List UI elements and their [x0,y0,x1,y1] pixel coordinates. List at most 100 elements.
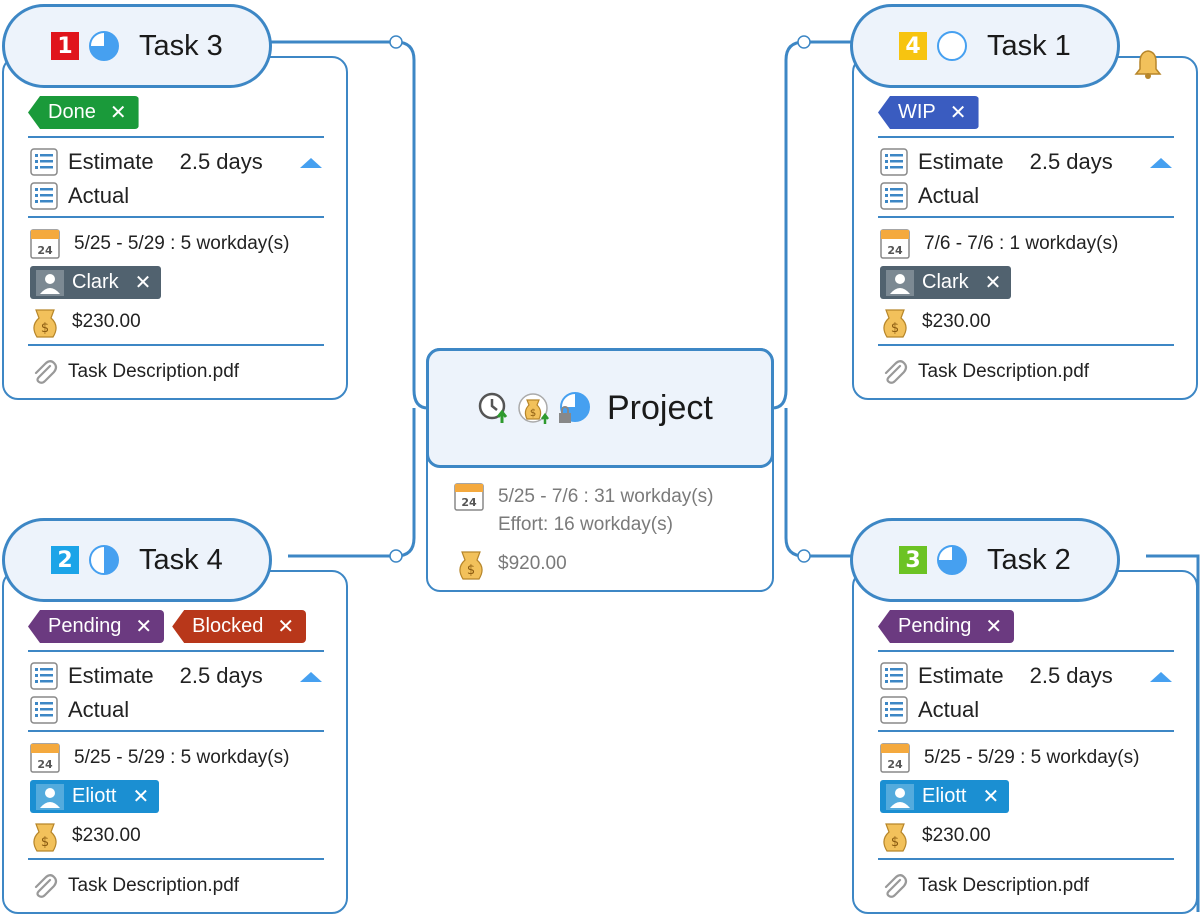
task-topic[interactable]: 2 Task 4 [2,518,272,602]
project-node[interactable]: $ Project 24 5/25 - 7/6 : 31 workday(s) … [426,348,774,592]
tag-list: WIP ✕ [878,96,979,129]
attachment-name: Task Description.pdf [918,361,1090,382]
progress-lock-icon [559,392,590,423]
resource-chip[interactable]: Eliott ✕ [30,780,160,813]
remove-tag-icon[interactable]: ✕ [949,102,967,124]
resource-name: Eliott [922,785,967,807]
task-title: Task 2 [987,543,1071,576]
attachment-name: Task Description.pdf [918,875,1090,896]
estimate-row: Estimate 2.5 days [30,662,263,690]
tag-chip[interactable]: WIP ✕ [878,96,979,129]
resource-chip[interactable]: Eliott ✕ [880,780,1010,813]
task-card[interactable]: 1 Task 3 Done ✕ Estimate 2.5 days Actual [2,4,348,400]
task-card[interactable]: 2 Task 4 Pending ✕ Blocked ✕ Estimate 2.… [2,518,348,914]
money-bag-icon: $ [33,309,57,338]
attachment-row[interactable]: Task Description.pdf [880,872,1089,900]
actual-label: Actual [918,697,980,722]
priority-icon: 1 [51,32,79,60]
cost-row: $ $230.00 [880,306,991,338]
tag-chip[interactable]: Done ✕ [28,96,139,129]
progress-icon [89,31,119,61]
dates-row: 24 5/25 - 5/29 : 5 workday(s) [30,742,289,774]
task-topic[interactable]: 3 Task 2 [850,518,1120,602]
task-topic[interactable]: 4 Task 1 [850,4,1120,88]
task-card[interactable]: 3 Task 2 Pending ✕ Estimate 2.5 days Act… [850,518,1198,914]
collapse-arrow-icon[interactable] [1150,672,1172,682]
paperclip-icon [884,874,908,898]
task-cost: $230.00 [922,311,991,332]
bell-icon[interactable] [1134,48,1162,80]
clock-up-icon [478,392,508,423]
cost-row: $ $230.00 [30,820,141,852]
person-icon [886,783,914,810]
svg-text:24: 24 [37,758,53,771]
person-icon [36,269,64,296]
attachment-row[interactable]: Task Description.pdf [30,358,239,386]
tag-list: Pending ✕ Blocked ✕ [28,610,307,643]
resource-name: Clark [72,271,119,293]
tag-chip[interactable]: Pending ✕ [878,610,1015,643]
remove-resource-icon[interactable]: ✕ [132,786,150,808]
task-dates: 5/25 - 5/29 : 5 workday(s) [74,747,290,768]
cost-row: $ $230.00 [30,306,141,338]
estimate-label: Estimate [68,663,154,688]
divider [28,344,324,346]
remove-tag-icon[interactable]: ✕ [277,616,295,638]
paperclip-icon [34,360,58,384]
svg-text:24: 24 [461,496,477,509]
project-dates: 5/25 - 7/6 : 31 workday(s) [498,486,714,507]
estimate-label: Estimate [918,149,1004,174]
task-card[interactable]: 4 Task 1 WIP ✕ Estimate 2.5 days Actual [850,4,1198,400]
divider [878,858,1174,860]
remove-tag-icon[interactable]: ✕ [135,616,153,638]
tag-chip[interactable]: Blocked ✕ [172,610,307,643]
tag-chip[interactable]: Pending ✕ [28,610,165,643]
person-icon [36,783,64,810]
tag-label: WIP [898,101,936,123]
calendar-icon: 24 [454,483,484,511]
divider [28,730,324,732]
remove-resource-icon[interactable]: ✕ [982,786,1000,808]
collapse-arrow-icon[interactable] [300,158,322,168]
project-effort-row: Effort: 16 workday(s) [498,514,673,536]
task-info-icon [880,696,908,724]
remove-resource-icon[interactable]: ✕ [984,272,1002,294]
svg-text:$: $ [467,563,475,578]
collapse-arrow-icon[interactable] [1150,158,1172,168]
dates-row: 24 5/25 - 5/29 : 5 workday(s) [30,228,289,260]
actual-label: Actual [918,183,980,208]
project-title: Project [607,388,713,427]
divider [28,650,324,652]
paperclip-icon [884,360,908,384]
resource-row: Clark ✕ [30,266,162,299]
task-cost: $230.00 [922,825,991,846]
task-info-icon [30,696,58,724]
task-cost: $230.00 [72,311,141,332]
money-bag-icon: $ [883,823,907,852]
task-topic[interactable]: 1 Task 3 [2,4,272,88]
money-bag-icon: $ [459,551,483,580]
calendar-icon: 24 [880,229,910,259]
estimate-label: Estimate [68,149,154,174]
resource-chip[interactable]: Clark ✕ [30,266,162,299]
collapse-arrow-icon[interactable] [300,672,322,682]
project-cost: $920.00 [498,553,567,574]
divider [28,136,324,138]
money-bag-icon: $ [33,823,57,852]
project-topic[interactable]: $ Project [426,348,774,468]
task-dates: 7/6 - 7/6 : 1 workday(s) [924,233,1119,254]
actual-row: Actual [30,696,129,724]
task-info-icon [880,148,908,176]
task-info-icon [30,662,58,690]
task-dates: 5/25 - 5/29 : 5 workday(s) [74,233,290,254]
attachment-name: Task Description.pdf [68,361,240,382]
remove-tag-icon[interactable]: ✕ [109,102,127,124]
resource-chip[interactable]: Clark ✕ [880,266,1012,299]
remove-resource-icon[interactable]: ✕ [134,272,152,294]
estimate-row: Estimate 2.5 days [880,148,1113,176]
divider [878,216,1174,218]
divider [878,136,1174,138]
attachment-row[interactable]: Task Description.pdf [30,872,239,900]
remove-tag-icon[interactable]: ✕ [985,616,1003,638]
attachment-row[interactable]: Task Description.pdf [880,358,1089,386]
